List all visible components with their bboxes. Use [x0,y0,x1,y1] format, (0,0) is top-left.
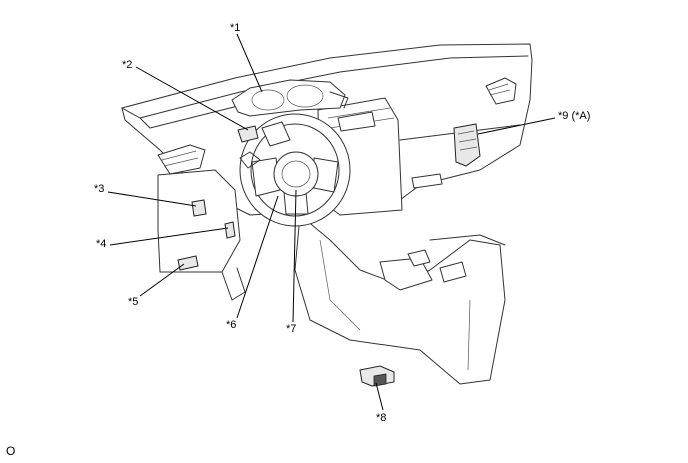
center-console [294,214,506,385]
callout-label-9: *9 (*A) [558,110,590,122]
leader-7 [292,189,297,323]
callout-label-6: *6 [226,319,236,331]
leader-9 [477,117,556,135]
leader-5 [139,263,185,297]
leader-8 [375,382,384,411]
leader-2 [135,66,249,131]
callout-label-4: *4 [96,238,106,250]
leader-3 [107,191,197,207]
callout-labels: *1 *2 *3 *4 *5 *6 *7 *8 *9 (*A) [94,22,590,424]
callout-label-2: *2 [122,59,132,71]
callout-label-7: *7 [286,323,296,335]
leader-1 [236,33,263,93]
callout-label-1: *1 [230,22,240,34]
leader-lines [107,33,556,411]
callout-label-5: *5 [128,296,138,308]
leader-6 [236,195,279,319]
parts [177,123,481,387]
corner-label: O [6,444,16,458]
leader-4 [109,227,229,246]
callout-label-8: *8 [376,412,386,424]
callout-label-3: *3 [94,183,104,195]
